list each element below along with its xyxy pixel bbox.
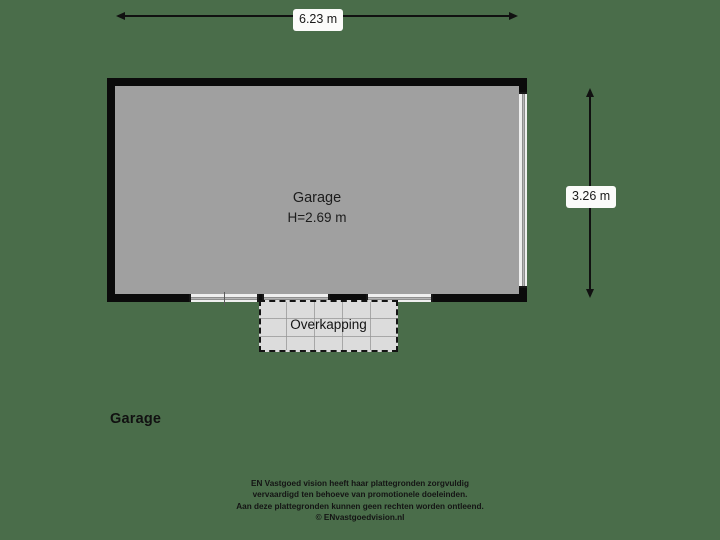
footer-copyright: © ENvastgoedvision.nl — [315, 512, 405, 522]
garage-room-label: Garage H=2.69 m — [115, 189, 519, 227]
plan-title: Garage — [110, 411, 162, 427]
dimension-right-arrow-down-icon — [586, 289, 594, 298]
dimension-top-label: 6.23 m — [293, 9, 344, 31]
dimension-right-arrow-up-icon — [586, 88, 594, 97]
footer-disclaimer: EN Vastgoed vision heeft haar plattegron… — [0, 478, 720, 523]
building-outline: Garage H=2.69 m — [107, 78, 527, 306]
garage-room-name: Garage — [292, 190, 342, 206]
window-right-pane — [521, 94, 525, 286]
footer-line-1: EN Vastgoed vision heeft haar plattegron… — [251, 479, 469, 488]
window-bottom-right — [366, 294, 433, 302]
garage-floor-area: Garage H=2.69 m — [115, 86, 519, 294]
dimension-top-arrow-left-icon — [116, 12, 125, 20]
footer-line-2: vervaardigd ten behoeve van promotionele… — [252, 490, 468, 500]
dimension-top-arrow-right-icon — [509, 12, 518, 20]
window-right-wall — [519, 92, 527, 288]
window-bottom-right-pane — [368, 296, 431, 300]
window-bottom-center — [262, 294, 330, 302]
canopy-tile-pattern — [261, 302, 396, 350]
canopy-label: Overkapping — [290, 317, 367, 332]
canopy-overkapping: Overkapping — [259, 300, 398, 352]
footer-line-3: Aan deze plattegronden kunnen geen recht… — [236, 501, 484, 511]
dimension-right-label: 3.26 m — [566, 186, 617, 208]
wall-tick-left — [224, 292, 225, 306]
garage-room-height: H=2.69 m — [287, 210, 347, 225]
window-bottom-center-pane — [264, 296, 328, 300]
